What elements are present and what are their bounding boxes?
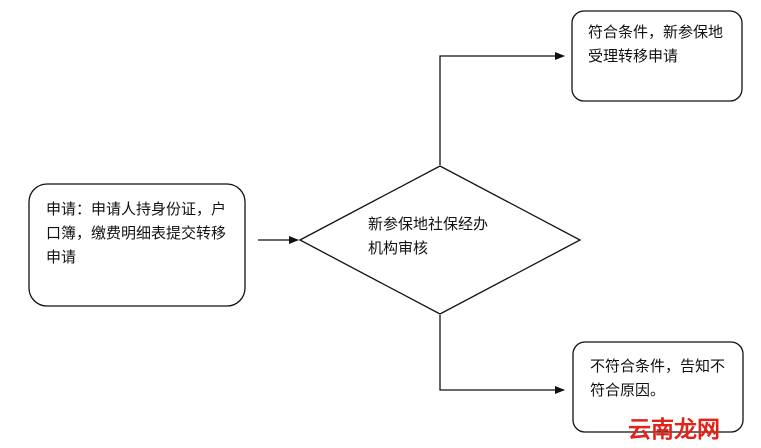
accept-node-box (571, 10, 743, 102)
watermark-logo: 云南龙网 (622, 408, 750, 443)
reject-node-box (572, 341, 744, 433)
accept-node-text: 符合条件，新参保地受理转移申请 (588, 23, 724, 65)
edge-review-to-accept (439, 52, 565, 165)
edge-review-to-reject (439, 315, 565, 394)
review-decision-diamond (298, 165, 582, 315)
review-node-text: 新参保地社保经办机构审核 (368, 215, 489, 257)
apply-node-box (28, 183, 246, 307)
watermark-text: 云南龙网 (628, 417, 720, 443)
apply-node-text: 申请：申请人持身份证，户口簿，缴费明细表提交转移申请 (46, 200, 227, 266)
reject-node-text: 不符合条件，告知不符合原因。 (590, 357, 726, 399)
